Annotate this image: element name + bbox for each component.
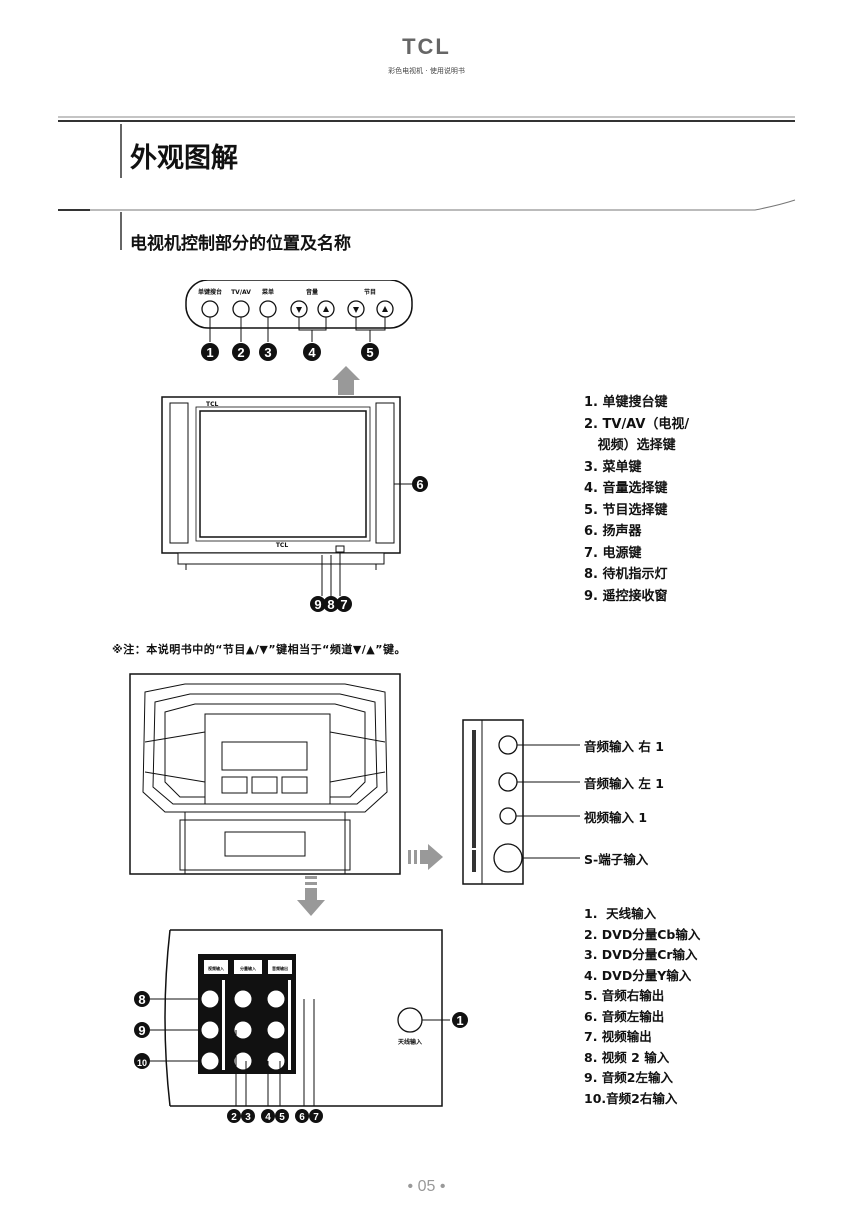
legend-item: 9. 音频2左输入 <box>584 1070 673 1085</box>
panel-label-scan: 单键搜台 <box>198 288 222 296</box>
front-legend: 1. 单键搜台键 2. TV/AV（电视/ 视频）选择键 3. 菜单键 4. 音… <box>584 392 689 607</box>
legend-item: 2. TV/AV（电视/ <box>584 416 690 432</box>
legend-item: 1. 单键搜台键 <box>584 395 668 410</box>
page-number: • 05 • <box>407 1178 446 1195</box>
panel-label-program: 节目 <box>364 288 376 296</box>
callout-3: 3 <box>264 345 271 360</box>
legend-item: 8. 待机指示灯 <box>584 567 668 582</box>
legend-item: 5. 音频右输出 <box>584 988 665 1003</box>
legend-item: 6. 音频左输出 <box>584 1008 665 1024</box>
side-input-audio-left: 音频输入 左 1 <box>584 776 664 791</box>
legend-item: 7. 电源键 <box>584 545 642 561</box>
panel-label-tvav: TV/AV <box>231 289 251 296</box>
callout-rear-6: 6 <box>299 1112 305 1123</box>
legend-item: 7. 视频输出 <box>584 1029 652 1044</box>
rear-tv-diagram <box>129 673 443 875</box>
legend-item: 2. DVD分量Cb输入 <box>584 926 701 942</box>
callout-5: 5 <box>366 345 373 360</box>
brand-logo: TCL <box>402 34 451 59</box>
front-tv-diagram: 单键搜台 TV/AV 菜单 音量 节目 1 2 3 4 5 TCL TCL 6 … <box>161 280 428 612</box>
callout-rear-10: 10 <box>137 1058 147 1068</box>
legend-item: 4. 音量选择键 <box>584 481 668 496</box>
legend-item: 5. 节目选择键 <box>584 502 668 518</box>
callout-rear-8: 8 <box>138 992 145 1007</box>
legend-item: 3. 菜单键 <box>584 459 642 475</box>
control-panel-labels: 单键搜台 TV/AV 菜单 音量 节目 <box>198 288 376 296</box>
callout-9: 9 <box>314 597 321 612</box>
rear-header-video: 视频输入 <box>208 965 224 971</box>
callout-rear-7: 7 <box>313 1112 319 1123</box>
manual-subtitle: 彩色电视机 · 使用说明书 <box>388 67 465 75</box>
legend-item: 8. 视频 2 输入 <box>584 1049 670 1065</box>
down-arrow-icon <box>297 876 325 916</box>
header-rules <box>58 116 796 250</box>
side-input-panel <box>462 719 580 885</box>
callout-2: 2 <box>237 345 244 360</box>
callout-1: 1 <box>206 345 213 360</box>
callout-rear-1: 1 <box>456 1013 463 1028</box>
callout-rear-4: 4 <box>265 1112 271 1123</box>
svg-text:TCL: TCL <box>276 542 288 549</box>
callout-6: 6 <box>416 477 423 492</box>
section-title: 外观图解 <box>130 143 238 174</box>
section-subtitle: 电视机控制部分的位置及名称 <box>130 234 351 254</box>
legend-item: 1. 天线输入 <box>584 906 657 921</box>
legend-item: 视频）选择键 <box>584 438 676 453</box>
rear-panel-diagram: 视频输入 分量输入 音频输出 天线输入 1 8 9 10 2 3 4 5 6 7 <box>134 929 468 1123</box>
note-text: ※注：本说明书中的“节目▲/▼”键相当于“频道▼/▲”键。 <box>112 643 406 656</box>
legend-item: 4. DVD分量Y输入 <box>584 967 692 983</box>
side-input-audio-right: 音频输入 右 1 <box>584 739 664 754</box>
panel-label-volume: 音量 <box>306 288 318 296</box>
callout-rear-2: 2 <box>231 1112 237 1123</box>
callout-4: 4 <box>308 345 316 360</box>
rear-header-audio-out: 音频输出 <box>272 965 288 971</box>
legend-item: 6. 扬声器 <box>584 524 642 539</box>
legend-item: 10.音频2右输入 <box>584 1090 678 1106</box>
callout-rear-9: 9 <box>138 1023 145 1038</box>
svg-text:TCL: TCL <box>206 401 218 408</box>
callout-rear-3: 3 <box>245 1112 251 1123</box>
callout-8: 8 <box>327 597 334 612</box>
antenna-label: 天线输入 <box>398 1038 422 1046</box>
rear-legend: 1. 天线输入 2. DVD分量Cb输入 3. DVD分量Cr输入 4. DVD… <box>584 904 700 1109</box>
side-input-svideo: S-端子输入 <box>584 852 649 867</box>
legend-item: 9. 遥控接收窗 <box>584 588 668 604</box>
panel-label-menu: 菜单 <box>261 288 274 296</box>
legend-item: 3. DVD分量Cr输入 <box>584 947 698 962</box>
rear-header-component: 分量输入 <box>240 965 256 971</box>
callout-7: 7 <box>340 597 347 612</box>
side-input-video: 视频输入 1 <box>584 810 648 825</box>
callout-rear-5: 5 <box>279 1112 285 1123</box>
